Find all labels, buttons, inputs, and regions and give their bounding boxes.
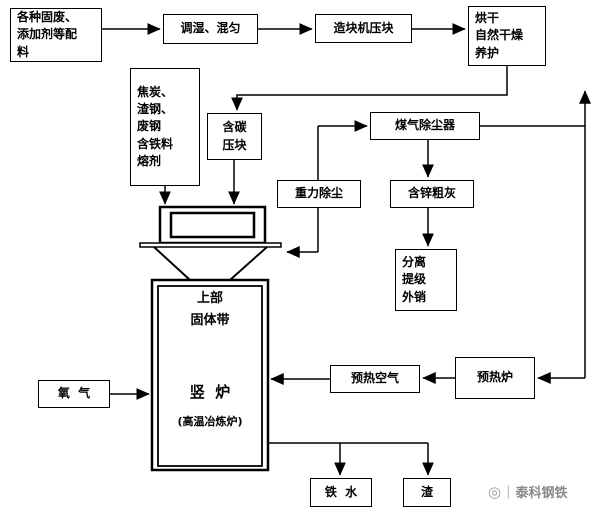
node-separation: 分离 提级 外销 (395, 249, 457, 311)
node-molten-iron: 铁 水 (310, 478, 372, 507)
node-ingredients: 各种固废、 添加剂等配 料 (10, 8, 102, 62)
furnace-funnel-right (229, 246, 268, 281)
node-slag: 渣 (403, 478, 451, 507)
node-mixing: 调湿、混匀 (163, 14, 258, 44)
watermark: ◎ | 泰科钢铁 (488, 482, 568, 502)
node-oxygen: 氧 气 (38, 380, 110, 408)
watermark-divider: | (506, 484, 511, 499)
furnace-subtitle-label: (高温冶炼炉) (177, 415, 243, 428)
furnace-charging-inner (169, 211, 256, 239)
furnace-flange (139, 242, 282, 248)
node-preheater: 预热炉 (455, 357, 535, 399)
furnace-solid-zone-label: 固体带 (190, 313, 230, 328)
node-briquetting: 造块机压块 (315, 14, 412, 43)
node-preheated-air: 预热空气 (330, 365, 420, 393)
node-zinc-ash: 含锌粗灰 (390, 180, 474, 208)
furnace-upper-label: 上部 (196, 291, 223, 306)
furnace-funnel-left (153, 246, 191, 281)
furnace-body-inner (157, 285, 263, 467)
node-coke-feed: 焦炭、 渣钢、 废钢 含铁料 熔剂 (130, 68, 200, 186)
node-carbon-briquette: 含碳 压块 (207, 113, 262, 160)
watermark-text: 泰科钢铁 (515, 486, 568, 501)
node-drying: 烘干 自然干燥 养护 (468, 6, 546, 66)
node-gravity-dust: 重力除尘 (277, 180, 361, 208)
arrow-drying-to-carbon-briquette (231, 66, 508, 111)
watermark-logo-icon: ◎ (488, 482, 502, 501)
node-gas-dust-collector: 煤气除尘器 (370, 112, 480, 140)
furnace-body-outer (150, 278, 270, 472)
furnace-name-label: 竖 炉 (189, 383, 231, 401)
